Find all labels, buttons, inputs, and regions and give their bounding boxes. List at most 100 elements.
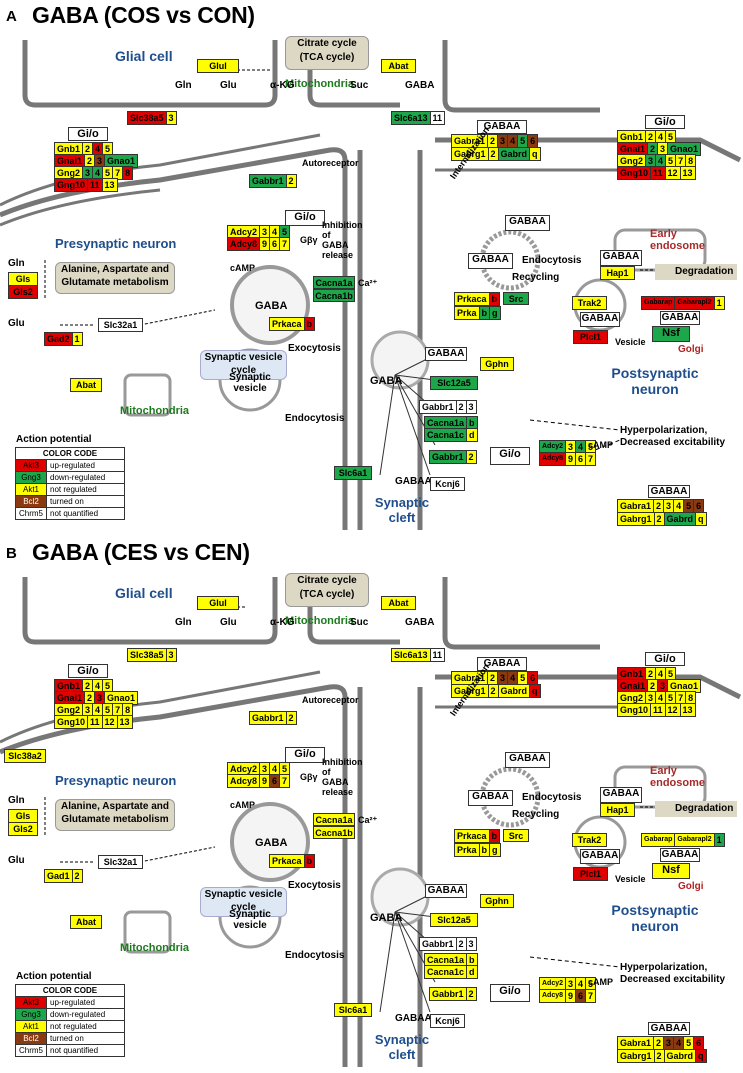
gene-trak2: Trak2 [572, 296, 607, 310]
panel-a: A GABA (COS vs CON) Glial cell Citrate c… [0, 0, 743, 536]
degradation-box: Degradation [655, 801, 737, 817]
action-potential-label: Action potential [16, 434, 92, 445]
glial-cell-label: Glial cell [115, 585, 173, 601]
legend-title: COLOR CODE [16, 985, 124, 997]
gene-slc12a5: Slc12a5 [430, 913, 478, 927]
gabaa-golgi: GABAA [660, 848, 700, 862]
gio-left: Gi/o [68, 127, 108, 141]
gio-pre: Gi/o [285, 747, 325, 763]
gabaa-bottom: GABAA [648, 485, 690, 498]
endocytosis-post: Endocytosis [522, 792, 582, 803]
endocytosis-pre: Endocytosis [285, 950, 345, 961]
autoreceptor-label: Autoreceptor [302, 695, 359, 705]
gene-gls2: Gls2 [8, 822, 38, 836]
gene-gphn: Gphn [480, 357, 514, 371]
akg-label: α-KG [270, 80, 295, 91]
gio-post: Gi/o [490, 984, 530, 1002]
recycling-label: Recycling [512, 272, 560, 283]
panel-letter: A [6, 8, 17, 25]
synaptic-vesicle-label: Synaptic vesicle [229, 372, 271, 394]
gene-glul: Glul [197, 596, 239, 610]
mitochondria-label: Mitochondria [285, 615, 355, 627]
gene-slc12a5: Slc12a5 [430, 376, 478, 390]
presynaptic-label: Presynaptic neuron [55, 773, 177, 788]
synaptic-cleft-label: Synaptic cleft [374, 1032, 430, 1062]
gio-right: Gi/o [645, 652, 685, 666]
mito-pre: Mitochondria [120, 942, 190, 954]
gabaa-membrane: GABAA [425, 347, 467, 361]
gene-kcnj6: Kcnj6 [430, 1014, 465, 1028]
synaptic-cleft-label: Synaptic cleft [374, 495, 430, 525]
gene-cacna1a: Cacna1a [313, 276, 355, 289]
gaba-vesicle: GABA [255, 300, 288, 312]
hyperpol-label: Hyperpolarization, Decreased excitabilit… [620, 425, 726, 448]
glu-label: Glu [220, 617, 237, 628]
mito-pre: Mitochondria [120, 405, 190, 417]
akg-label: α-KG [270, 617, 295, 628]
inhibition-label: Inhibition of GABA release [322, 220, 363, 260]
glu-pre: Glu [8, 855, 25, 866]
gene-abat-pre: Abat [70, 378, 102, 392]
gabaa-endo: GABAA [600, 250, 642, 266]
gaba-label: GABA [405, 617, 435, 628]
exocytosis-label: Exocytosis [288, 880, 341, 891]
camp-post: cAMP [588, 977, 614, 987]
gio-left: Gi/o [68, 664, 108, 678]
gene-abat: Abat [381, 59, 416, 73]
gene-slc6a1: Slc6a1 [334, 1003, 372, 1017]
vesicle-label: Vesicle [615, 337, 646, 347]
tca-box: Citrate cycle (TCA cycle) [285, 36, 369, 70]
gene-slc32a1: Slc32a1 [98, 855, 143, 869]
gene-plcl1: Plcl1 [573, 867, 608, 881]
gln-label: Gln [175, 617, 192, 628]
gene-slc6a1: Slc6a1 [334, 466, 372, 480]
gene-nsf: Nsf [652, 326, 690, 342]
glial-cell-label: Glial cell [115, 48, 173, 64]
synaptic-vesicle-label: Synaptic vesicle [229, 909, 271, 931]
gene-hap1: Hap1 [600, 803, 635, 817]
gio-right: Gi/o [645, 115, 685, 129]
inhibition-label: Inhibition of GABA release [322, 757, 363, 797]
gln-label: Gln [175, 80, 192, 91]
gene-nsf: Nsf [652, 863, 690, 879]
degradation-box: Degradation [655, 264, 737, 280]
mitochondria-label: Mitochondria [285, 78, 355, 90]
exocytosis-label: Exocytosis [288, 343, 341, 354]
gabaa-bottom: GABAA [648, 1022, 690, 1035]
camp-pre: cAMP [230, 800, 256, 810]
gene-cacna1a: Cacna1a [313, 813, 355, 826]
vesicle-label: Vesicle [615, 874, 646, 884]
gabaa-top: GABAA [477, 657, 527, 671]
gio-pre: Gi/o [285, 210, 325, 226]
ca-pre: Ca²⁺ [358, 815, 378, 825]
gln-pre: Gln [8, 258, 25, 269]
gabaa-endo: GABAA [600, 787, 642, 803]
gene-cacna1b: Cacna1b [313, 826, 355, 839]
gabaa-cleft: GABAA [395, 1013, 432, 1024]
